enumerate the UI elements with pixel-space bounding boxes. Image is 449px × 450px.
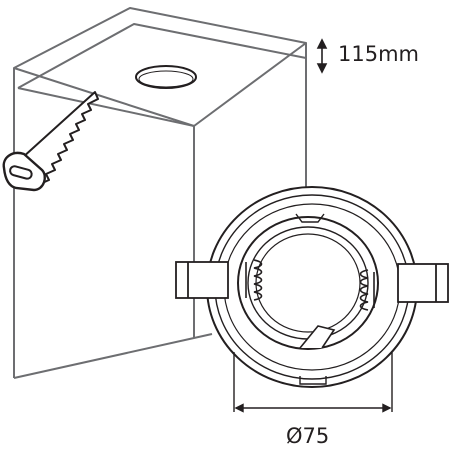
downlight-fitting (175, 186, 449, 388)
ceiling-block (13, 7, 307, 379)
spring-coil-left (245, 259, 263, 301)
retaining-clip-bottom (299, 325, 336, 349)
block-bottom-left (13, 333, 213, 379)
retaining-clip-top (295, 213, 325, 223)
diameter-dimension (233, 352, 393, 413)
inner-ring-outer (237, 216, 379, 350)
ceiling-hole-depth (138, 70, 194, 88)
block-slab-front (17, 87, 195, 127)
hand-saw-icon (2, 91, 99, 192)
hole-diameter-label: Ø75 (286, 424, 330, 448)
spring-clip-left (175, 261, 229, 299)
cutout-depth-label: 115mm (338, 42, 419, 66)
spring-coil-right (359, 269, 375, 311)
ceiling-hole (135, 65, 197, 89)
double-arrow-vertical-icon (316, 38, 328, 74)
bezel-notch-bottom (299, 376, 327, 385)
spring-clip-right (397, 263, 449, 303)
block-top-inner (17, 23, 307, 89)
